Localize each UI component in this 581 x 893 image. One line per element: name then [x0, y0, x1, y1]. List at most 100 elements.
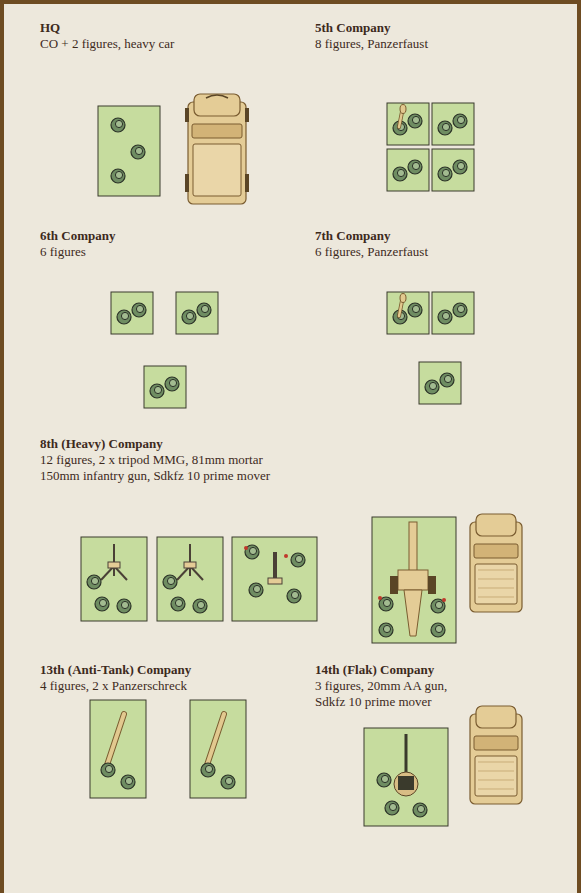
soldier-helmet [442, 169, 449, 176]
vehicle-detail [478, 579, 514, 580]
vehicle-detail [478, 588, 514, 589]
soldier-helmet [389, 803, 396, 810]
figure-base [232, 537, 317, 621]
soldier-helmet [154, 386, 161, 393]
soldier-helmet [121, 601, 128, 608]
figure-base [387, 103, 429, 145]
wheel [245, 108, 249, 122]
figure-base [190, 700, 246, 798]
figure-base [364, 728, 448, 826]
soldier-figure [408, 160, 422, 174]
soldier-figure [221, 775, 235, 789]
soldier-helmet [457, 305, 464, 312]
soldier-helmet [197, 601, 204, 608]
soldier-helmet [186, 312, 193, 319]
soldier-figure [111, 169, 125, 183]
soldier-figure [165, 377, 179, 391]
panzerschreck [106, 714, 124, 768]
soldier-figure [197, 303, 211, 317]
soldier-figure [453, 160, 467, 174]
soldier-figure [287, 589, 301, 603]
vehicle-body [475, 564, 517, 604]
vehicle-cab [192, 124, 242, 138]
company-detail: 150mm infantry gun, Sdkfz 10 prime mover [40, 468, 270, 483]
wheel [185, 174, 189, 192]
aa-gun-barrel [405, 734, 408, 772]
soldier-figure [171, 597, 185, 611]
soldier-helmet [91, 577, 98, 584]
soldier-helmet [115, 120, 122, 127]
soldier-figure [150, 384, 164, 398]
panzerfaust [400, 294, 406, 303]
marker [378, 596, 382, 600]
vehicle-cab [474, 736, 518, 750]
soldier-helmet [417, 805, 424, 812]
vehicle-detail [478, 762, 514, 763]
company-detail: 4 figures, 2 x Panzerschreck [40, 678, 187, 693]
company-detail: 8 figures, Panzerfaust [315, 36, 428, 51]
soldier-helmet [169, 379, 176, 386]
figure-base [176, 292, 218, 334]
figure-base [81, 537, 147, 621]
soldier-figure [132, 303, 146, 317]
soldier-figure [193, 599, 207, 613]
figure-base [432, 292, 474, 334]
soldier-helmet [457, 162, 464, 169]
wheel [245, 174, 249, 192]
figure-base [372, 517, 456, 643]
soldier-figure [121, 775, 135, 789]
figure-base [157, 537, 223, 621]
vehicle [194, 94, 240, 116]
soldier-figure [379, 623, 393, 637]
soldier-figure [249, 583, 263, 597]
soldier-figure [111, 118, 125, 132]
soldier-figure [377, 773, 391, 787]
vehicle-detail [478, 780, 514, 781]
soldier-helmet [225, 777, 232, 784]
soldier-figure [87, 575, 101, 589]
vehicle-detail [478, 570, 514, 571]
mortar [273, 552, 277, 578]
company-detail: CO + 2 figures, heavy car [40, 36, 174, 51]
soldier-helmet [253, 585, 260, 592]
figure-base [387, 149, 429, 191]
mmg [108, 562, 120, 568]
vehicle [188, 102, 246, 204]
figure-base [432, 103, 474, 145]
vehicle-detail [478, 771, 514, 772]
soldier-helmet [412, 305, 419, 312]
soldier-helmet [125, 777, 132, 784]
soldier-figure [440, 373, 454, 387]
soldier-helmet [205, 765, 212, 772]
vehicle-detail [478, 597, 514, 598]
gun-shield [398, 570, 428, 590]
figure-base [387, 292, 429, 334]
soldier-helmet [412, 116, 419, 123]
soldier-helmet [457, 116, 464, 123]
soldier-figure [131, 145, 145, 159]
vehicle-body [475, 756, 517, 796]
frame [577, 0, 581, 893]
vehicle [476, 514, 516, 536]
vehicle-detail [478, 789, 514, 790]
company-detail: 6 figures, Panzerfaust [315, 244, 428, 259]
soldier-figure [431, 599, 445, 613]
gun-barrel [409, 522, 417, 574]
aa-gun-mount [394, 772, 418, 796]
figure-base [111, 292, 153, 334]
soldier-helmet [397, 169, 404, 176]
soldier-figure [95, 597, 109, 611]
soldier-figure [425, 380, 439, 394]
soldier-helmet [135, 147, 142, 154]
panzerschreck [106, 714, 124, 768]
figure-base [419, 362, 461, 404]
company-heading: 8th (Heavy) Company [40, 436, 163, 451]
frame [0, 0, 581, 4]
soldier-helmet [435, 601, 442, 608]
figure-base [432, 149, 474, 191]
gun-wheel [390, 576, 398, 594]
soldier-helmet [383, 599, 390, 606]
panzerfaust [400, 105, 406, 114]
company-detail: 12 figures, 2 x tripod MMG, 81mm mortar [40, 452, 263, 467]
soldier-helmet [99, 599, 106, 606]
